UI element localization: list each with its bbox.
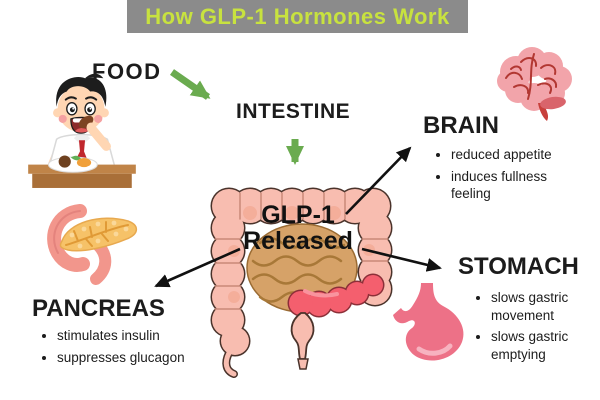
stomach-effects-list: slows gastric movement slows gastric emp…	[474, 289, 599, 367]
brain-effects-list: reduced appetite induces fullness feelin…	[434, 146, 573, 207]
brain-label: BRAIN	[423, 112, 499, 139]
page-title: How GLP-1 Hormones Work	[145, 3, 450, 29]
stomach-effect-item: slows gastric movement	[491, 289, 599, 324]
brain-effect-item: induces fullness feeling	[451, 168, 573, 203]
glp1-line2: Released	[243, 227, 353, 256]
arrow-food-to-intestine	[170, 69, 211, 100]
pancreas-effects-list: stimulates insulin suppresses glucagon	[40, 327, 232, 370]
pancreas-effect-item: stimulates insulin	[57, 327, 232, 345]
stomach-icon	[391, 281, 473, 371]
stomach-effect-item: slows gastric emptying	[491, 328, 599, 363]
pancreas-effect-item: suppresses glucagon	[57, 349, 232, 367]
pancreas-icon	[40, 201, 142, 289]
glp1-released-callout: GLP-1 Released	[208, 202, 388, 255]
glp1-line1: GLP-1	[261, 201, 335, 229]
title-banner: How GLP-1 Hormones Work	[127, 0, 468, 33]
brain-effect-item: reduced appetite	[451, 146, 573, 164]
pancreas-label: PANCREAS	[32, 295, 165, 322]
food-label: FOOD	[92, 59, 162, 84]
boy-eating-icon	[26, 60, 138, 190]
brain-icon	[487, 41, 577, 121]
intestine-label: INTESTINE	[236, 100, 351, 123]
stomach-label: STOMACH	[458, 253, 579, 280]
